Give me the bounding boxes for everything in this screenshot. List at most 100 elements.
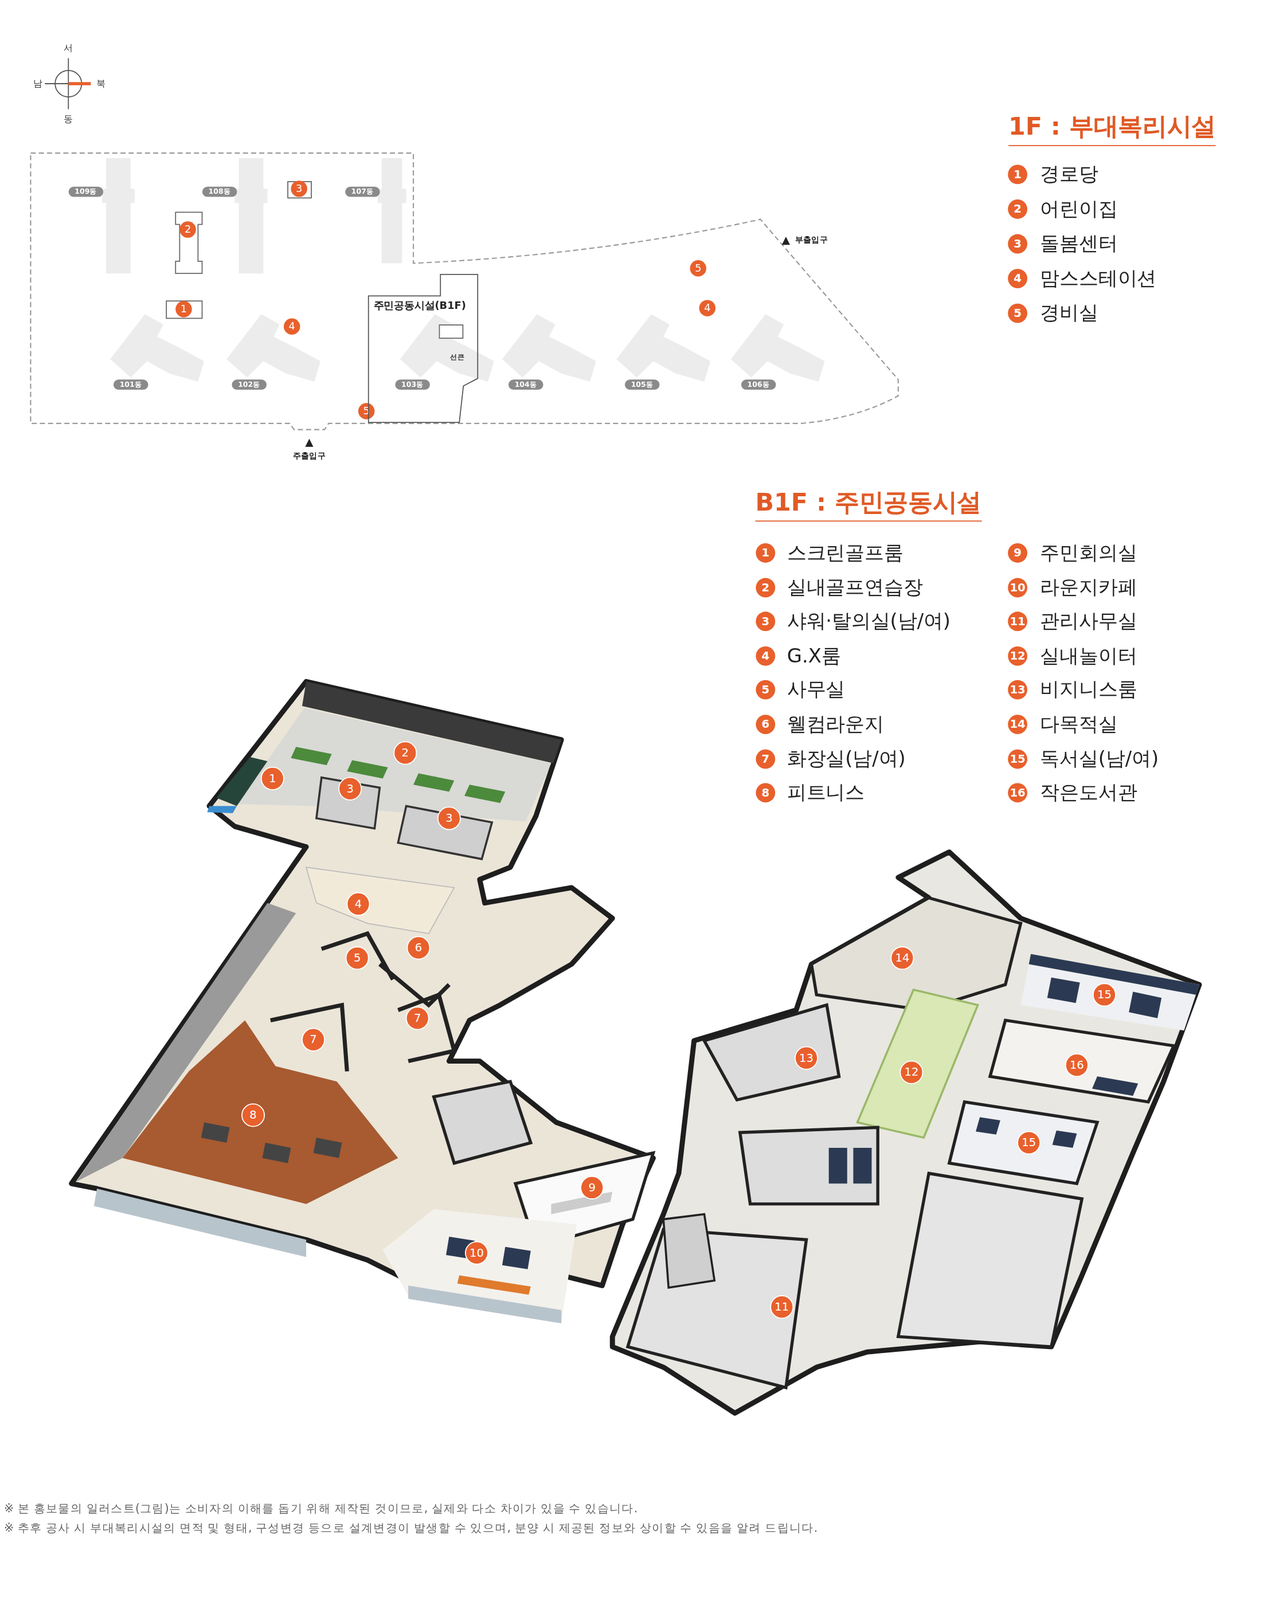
floor-outline [612, 852, 1200, 1414]
room [949, 1102, 1098, 1184]
outline-shape [367, 273, 480, 424]
window [408, 1285, 562, 1324]
golf-mat [413, 773, 455, 793]
golf-room [216, 757, 268, 807]
room [990, 1020, 1174, 1102]
building-tag: 101동 [113, 379, 148, 390]
booth [1128, 992, 1162, 1019]
callout-number: 4 [1007, 268, 1028, 289]
room [627, 1229, 807, 1388]
facility-name: 라운지카페 [1039, 576, 1137, 599]
callout-number: 1 [175, 300, 192, 318]
outline-path [368, 274, 479, 423]
wall [270, 1005, 348, 1073]
callout-number: 1 [260, 767, 285, 791]
facility-name: 실내골프연습장 [787, 576, 923, 599]
building-tag: 102동 [231, 379, 267, 390]
callout-number: 9 [580, 1176, 604, 1200]
stair [663, 1214, 715, 1289]
compass [44, 57, 91, 109]
compass-letter: 남 [33, 78, 43, 89]
booth [975, 1117, 1001, 1136]
facility-name: 맘스스테이션 [1039, 267, 1157, 291]
callout-number: 1 [755, 543, 776, 563]
wall [321, 933, 394, 980]
callout-number: 3 [338, 777, 362, 801]
facility-name: 화장실(남/여) [787, 747, 906, 770]
building [102, 188, 135, 203]
golf-mat [346, 760, 388, 779]
counter [457, 1276, 531, 1296]
facility-name: 샤워·탈의실(남/여) [787, 610, 951, 633]
facility-name: 돌봄센터 [1039, 232, 1118, 256]
facility-name: 비지니스룸 [1039, 679, 1137, 702]
footnote: ※ 추후 공사 시 부대복리시설의 면적 및 형태, 구성변경 등으로 설계변경… [4, 1522, 818, 1536]
building-tag: 105동 [624, 379, 660, 390]
building-tag: 106동 [741, 379, 776, 390]
callout-number: 14 [1007, 714, 1028, 735]
callout-number: 15 [1092, 983, 1117, 1007]
callout-number: 3 [290, 180, 307, 197]
node-text: 주민공동시설(B1F) [373, 299, 467, 314]
screen [206, 806, 237, 814]
callout-number: 3 [755, 612, 776, 632]
fitness-floor [122, 1020, 399, 1204]
table [550, 1192, 613, 1215]
callout-number: 11 [1007, 612, 1028, 632]
compass-letter: 북 [96, 78, 106, 89]
building [400, 314, 495, 382]
facility-building [166, 300, 202, 319]
site-boundary [30, 153, 898, 430]
facility-name: 독서실(남/여) [1039, 747, 1159, 770]
facility-name: 주민회의실 [1039, 542, 1137, 565]
facility-name: 웰컴라운지 [787, 713, 884, 737]
facility-name: 어린이집 [1039, 198, 1118, 221]
callout-number: 4 [755, 646, 776, 667]
building [381, 158, 403, 264]
stall [828, 1148, 848, 1184]
room [898, 1173, 1082, 1348]
facility-name: 다목적실 [1039, 713, 1118, 737]
callout-number: 4 [346, 892, 370, 917]
room [433, 1081, 531, 1164]
callout-number: 10 [1007, 577, 1028, 598]
entrance-marker [781, 236, 790, 245]
equipment [201, 1122, 230, 1144]
compass-letter: 서 [63, 42, 73, 53]
window [94, 1188, 307, 1258]
floor-outline [71, 681, 654, 1302]
callout-number: 4 [699, 299, 716, 316]
floor-illustration [71, 681, 1200, 1414]
building [616, 314, 711, 382]
section-heading: B1F : 주민공동시설 [755, 489, 983, 522]
callout-number: 5 [1007, 303, 1028, 324]
facility-name: 피트니스 [787, 781, 865, 805]
compass-axis [44, 83, 69, 85]
node-text: 선큰 [450, 351, 465, 363]
section-heading: 1F : 부대복리시설 [1008, 113, 1216, 146]
floor [1020, 954, 1200, 1032]
callout-number: 7 [405, 1006, 430, 1031]
room [397, 806, 492, 860]
callout-number: 16 [1065, 1053, 1089, 1078]
facility-outline: 주민공동시설(B1F) 선큰 [367, 273, 480, 424]
facility-name: 관리사무실 [1039, 610, 1137, 633]
facility-name: 사무실 [787, 679, 846, 702]
golf-mat [464, 784, 506, 804]
site-plan [30, 153, 898, 448]
building [239, 158, 264, 274]
callout-number: 12 [1007, 646, 1028, 667]
facility-name: 경로당 [1039, 163, 1098, 186]
booth [1047, 978, 1081, 1004]
floor [236, 708, 551, 823]
callout-number: 12 [899, 1061, 923, 1085]
facility-building [175, 212, 202, 274]
booth [1052, 1131, 1078, 1149]
desk [1092, 1076, 1138, 1097]
facility-name: 경비실 [1039, 302, 1098, 325]
building-tag: 109동 [68, 186, 104, 198]
golf-mat [290, 746, 332, 766]
facility-name: 작은도서관 [1039, 781, 1137, 805]
entrance-marker [304, 439, 314, 448]
callout-number: 15 [1007, 749, 1028, 769]
